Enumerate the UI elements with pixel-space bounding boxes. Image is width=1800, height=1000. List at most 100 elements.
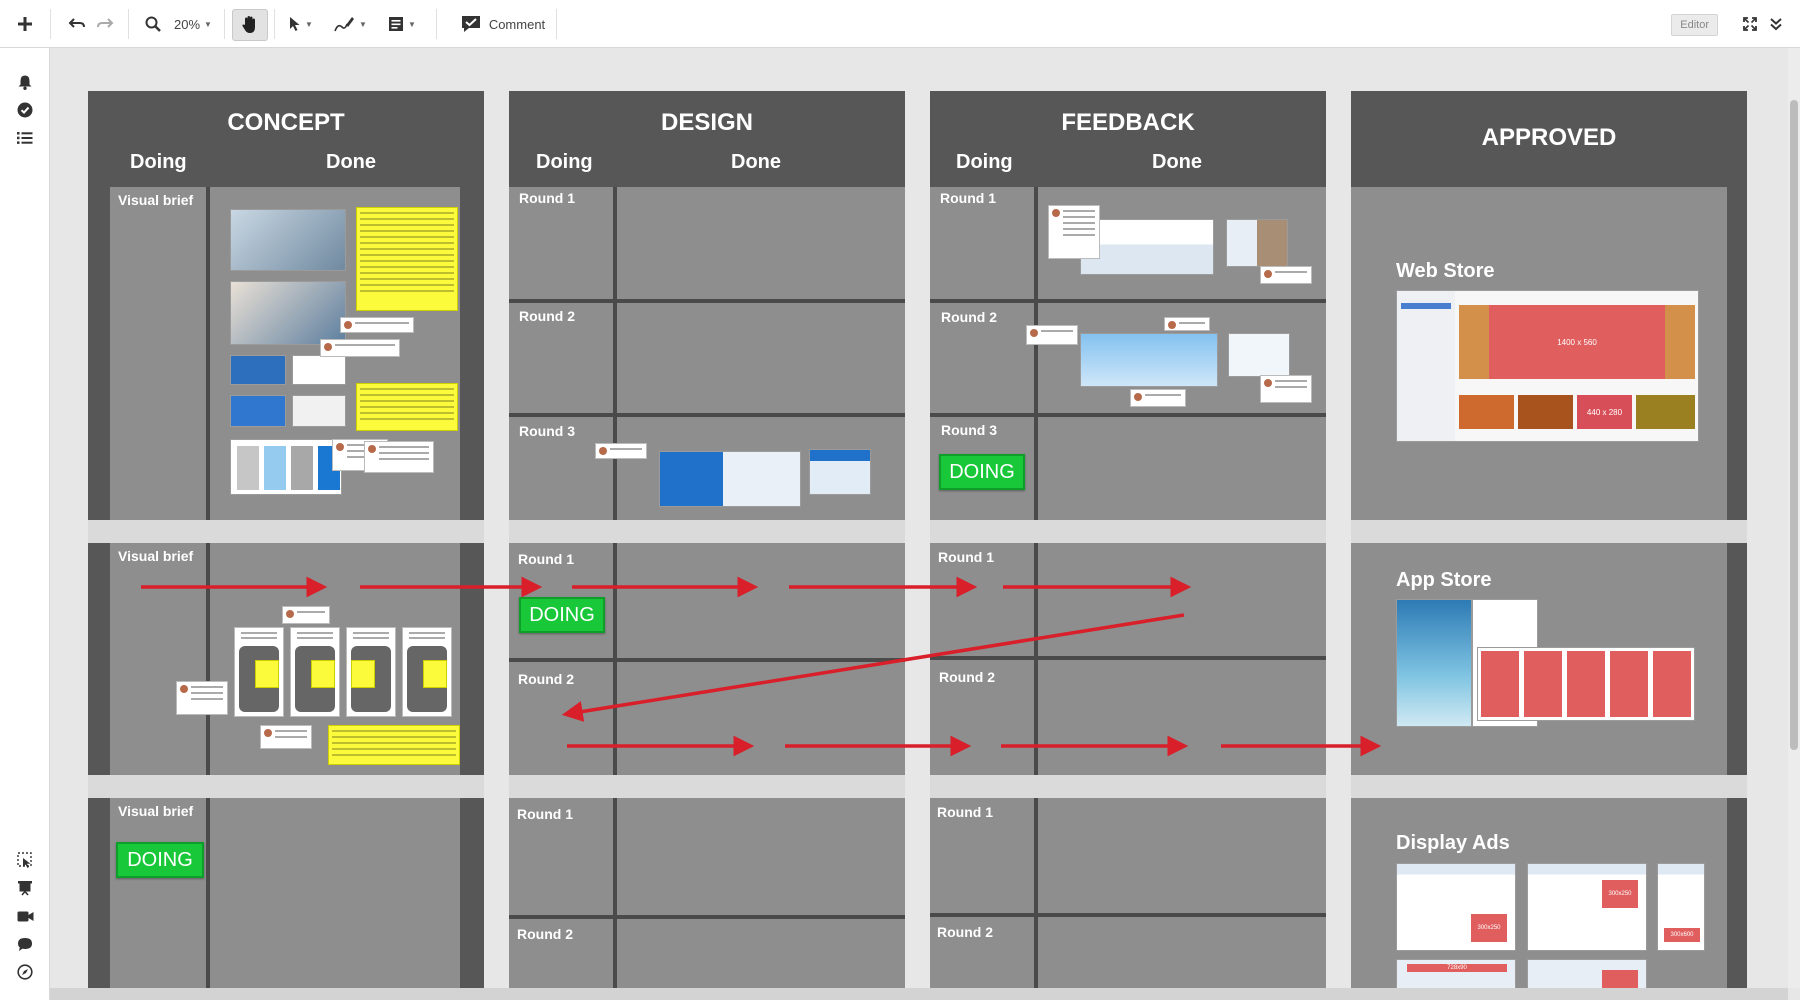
row-separator <box>1351 775 1747 798</box>
round-label: Round 2 <box>517 926 573 942</box>
toolbar-divider <box>274 9 275 39</box>
comment-card[interactable] <box>1164 317 1210 331</box>
comment-label: Comment <box>488 16 546 32</box>
phone-mockup[interactable] <box>290 627 340 717</box>
scrollbar-thumb[interactable] <box>1790 100 1798 750</box>
sub-heading-done: Done <box>731 151 781 173</box>
round-label: Round 2 <box>937 924 993 940</box>
photo-thumbnail[interactable] <box>230 281 346 345</box>
photo-thumbnail[interactable] <box>1226 219 1288 267</box>
task-check-icon[interactable] <box>13 98 37 122</box>
blue-thumbnail[interactable] <box>230 355 286 385</box>
phone-screenshot[interactable] <box>1396 599 1472 727</box>
blue-thumbnail[interactable] <box>230 395 286 427</box>
round-label: Round 1 <box>519 190 575 206</box>
row-separator <box>509 520 905 543</box>
website-thumbnail[interactable] <box>659 451 801 507</box>
chevron-down-icon: ▼ <box>204 19 212 29</box>
zoom-value: 20% <box>174 16 201 32</box>
comment-card[interactable] <box>340 317 414 333</box>
phone-mockup[interactable] <box>402 627 452 717</box>
comment-card[interactable] <box>1026 325 1078 345</box>
phone-mockup[interactable] <box>346 627 396 717</box>
comment-card[interactable] <box>364 441 434 473</box>
doing-badge[interactable]: DOING <box>116 842 204 878</box>
display-ad-thumbnail[interactable] <box>1527 959 1647 989</box>
design-row-3-cell <box>509 798 905 1000</box>
display-ad-thumbnail[interactable]: 300x250 <box>1527 863 1647 951</box>
app-screens-thumbnail[interactable] <box>1477 647 1695 721</box>
zoom-icon[interactable] <box>140 0 166 48</box>
comment-card[interactable] <box>320 339 400 357</box>
sticky-note[interactable] <box>328 725 460 765</box>
comment-button[interactable]: Comment <box>448 0 558 48</box>
doing-badge[interactable]: DOING <box>519 597 605 633</box>
column-concept: CONCEPT Doing Done Visual brief Visual <box>88 91 484 1000</box>
vertical-scrollbar[interactable] <box>1788 48 1800 988</box>
ad-size-label: 300x250 <box>1471 914 1507 942</box>
round-label: Round 1 <box>517 806 573 822</box>
display-ad-thumbnail[interactable]: 300x600 <box>1657 863 1705 951</box>
comment-card[interactable] <box>595 443 647 459</box>
add-icon[interactable] <box>10 0 40 48</box>
comment-card[interactable] <box>1260 375 1312 403</box>
row-separator <box>88 775 484 798</box>
lane-divider <box>206 543 210 775</box>
zoom-select[interactable]: 20%▼ <box>170 0 216 48</box>
ad-size-label: 728x90 <box>1407 964 1507 972</box>
website-thumbnail[interactable] <box>1080 333 1218 387</box>
round-label: Round 1 <box>518 551 574 567</box>
round-divider <box>509 299 905 303</box>
list-icon[interactable] <box>13 126 37 150</box>
comment-card[interactable] <box>176 681 228 715</box>
round-divider <box>509 413 905 417</box>
horizontal-scrollbar[interactable] <box>50 988 1788 1000</box>
comment-card[interactable] <box>1048 205 1100 259</box>
presentation-icon[interactable] <box>13 876 37 900</box>
sticky-note[interactable] <box>356 383 458 431</box>
website-thumbnail[interactable] <box>809 449 871 495</box>
chevron-down-icon: ▼ <box>359 19 367 29</box>
redo-icon[interactable] <box>92 0 118 48</box>
doing-badge[interactable]: DOING <box>939 454 1025 490</box>
notification-bell-icon[interactable] <box>13 70 37 94</box>
display-ad-thumbnail[interactable]: 300x250 <box>1396 863 1516 951</box>
hand-tool-button[interactable] <box>232 9 268 41</box>
display-ad-thumbnail[interactable]: 728x90 <box>1396 959 1516 989</box>
toolbar-divider <box>436 9 437 39</box>
photo-thumbnail[interactable] <box>230 209 346 271</box>
chevron-down-icon: ▼ <box>408 19 416 29</box>
column-title: FEEDBACK <box>1061 109 1195 136</box>
select-area-icon[interactable] <box>13 848 37 872</box>
comment-card[interactable] <box>282 606 330 624</box>
pen-tool-button[interactable]: ▼ <box>330 0 370 48</box>
white-thumbnail[interactable] <box>292 355 346 385</box>
column-title: CONCEPT <box>227 109 345 136</box>
web-store-thumbnail[interactable]: 1400 x 560 440 x 280 <box>1396 290 1699 442</box>
fullscreen-icon[interactable] <box>1738 0 1762 48</box>
round-label: Round 3 <box>519 423 575 439</box>
phone-mockup[interactable] <box>234 627 284 717</box>
column-feedback: FEEDBACK Doing Done Round 1 Round 2 Roun… <box>930 91 1326 1000</box>
website-thumbnail[interactable] <box>1080 219 1214 275</box>
video-camera-icon[interactable] <box>13 904 37 928</box>
visual-brief-label: Visual brief <box>118 548 194 564</box>
round-label: Round 1 <box>937 804 993 820</box>
ad-size-label: 300x600 <box>1664 928 1700 942</box>
sticky-note[interactable] <box>356 207 458 311</box>
sticky-tool-button[interactable]: ▼ <box>382 0 422 48</box>
website-thumbnail[interactable] <box>1228 333 1290 377</box>
toolbar-divider <box>224 9 225 39</box>
sub-heading-doing: Doing <box>130 151 187 173</box>
comment-card[interactable] <box>260 725 312 749</box>
comment-card[interactable] <box>1130 389 1186 407</box>
chat-icon[interactable] <box>13 932 37 956</box>
select-tool-button[interactable]: ▼ <box>284 0 318 48</box>
comment-card[interactable] <box>1260 266 1312 284</box>
compass-icon[interactable] <box>13 960 37 984</box>
column-approved: APPROVED Web Store 1400 x 560 440 x 280 … <box>1351 91 1747 1000</box>
undo-icon[interactable] <box>64 0 90 48</box>
white-thumbnail[interactable] <box>292 395 346 427</box>
swatch-thumbnail[interactable] <box>230 439 342 495</box>
collapse-double-chevron-icon[interactable] <box>1764 0 1788 48</box>
